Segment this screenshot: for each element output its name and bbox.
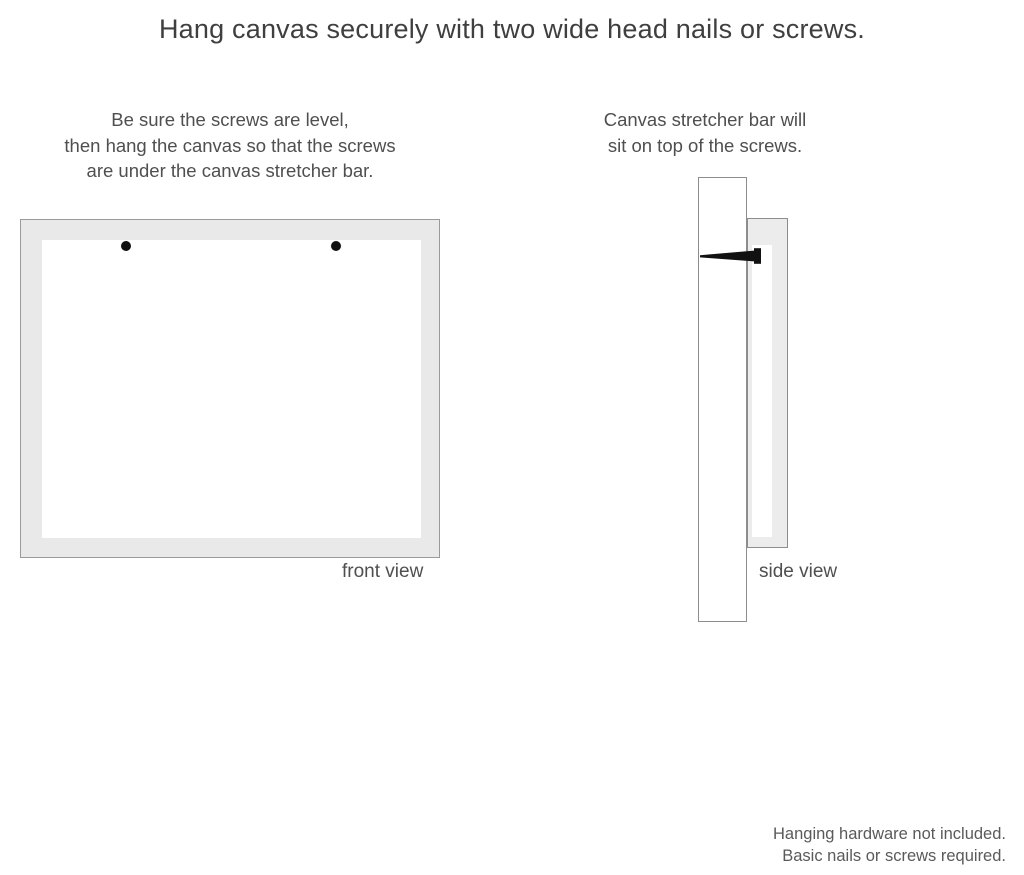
page-title: Hang canvas securely with two wide head …	[158, 14, 865, 44]
front-caption-line-3: are under the canvas stretcher bar.	[86, 160, 374, 181]
wall-cross-section	[698, 177, 747, 622]
front-view-caption: Be sure the screws are level, then hang …	[20, 107, 440, 184]
side-caption-line-1: Canvas stretcher bar will	[603, 109, 807, 130]
side-view-caption: Canvas stretcher bar will sit on top of …	[565, 107, 845, 158]
front-view-diagram	[20, 219, 440, 558]
front-caption-line-1: Be sure the screws are level,	[111, 109, 349, 130]
canvas-face-edge	[752, 245, 772, 537]
screw-side-icon	[700, 248, 761, 264]
front-caption-line-2: then hang the canvas so that the screws	[64, 134, 396, 156]
canvas-face-area	[42, 240, 421, 538]
footer-line-1: Hanging hardware not included.	[773, 825, 1006, 843]
front-view-label: front view	[342, 561, 424, 582]
side-caption-line-2: sit on top of the screws.	[607, 134, 803, 156]
side-view-diagram	[698, 177, 818, 623]
canvas-stretcher-frame	[20, 219, 440, 558]
screw-head-icon	[331, 241, 341, 251]
side-view-label: side view	[759, 561, 838, 582]
footer-note: Hanging hardware not included. Basic nai…	[773, 823, 1006, 867]
screw-head-icon	[121, 241, 131, 251]
footer-line-2: Basic nails or screws required.	[782, 847, 1006, 865]
